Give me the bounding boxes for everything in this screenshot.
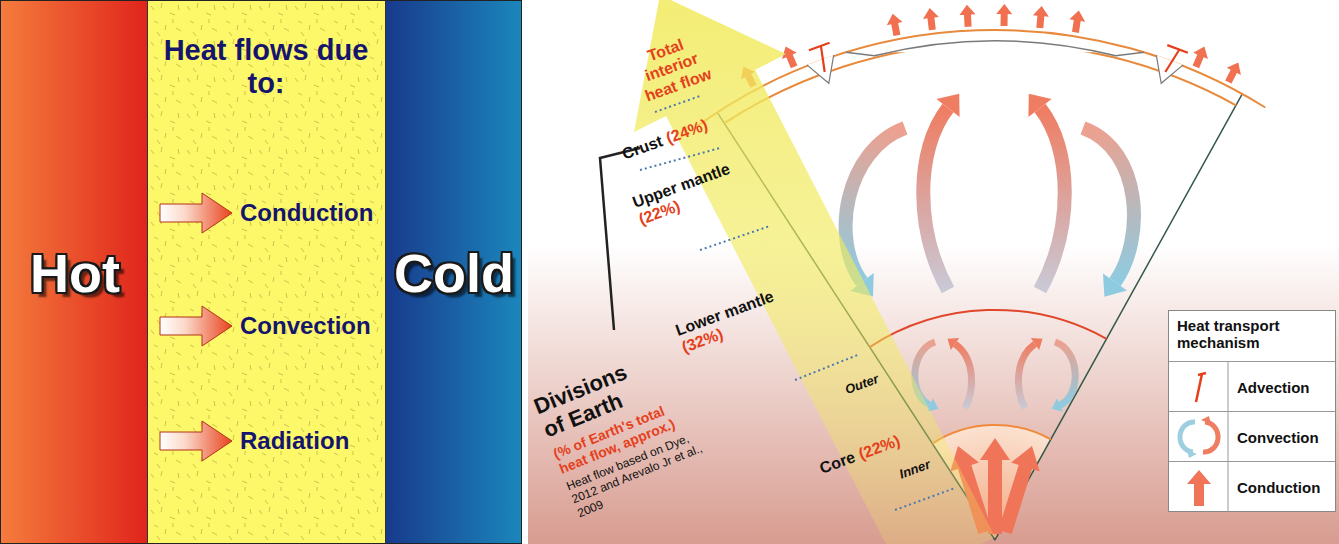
convection-sample — [1201, 416, 1211, 424]
mantle-convection-arrow — [923, 108, 948, 290]
label-text: Crust — [620, 132, 666, 164]
label-text: Core — [817, 448, 858, 478]
core-convection-arrow — [1055, 342, 1075, 405]
crust-line — [695, 30, 1265, 127]
inner-core-boundary — [932, 425, 1050, 444]
label-text: Outer — [843, 372, 881, 398]
legend-box: Heat transport mechanismAdvectionConvect… — [1168, 310, 1336, 512]
surface-heat-arrow — [1193, 47, 1208, 69]
boundary-leader — [895, 488, 955, 510]
legend-text: Conduction — [1237, 479, 1320, 496]
arrow-label: Total interior heat flow — [619, 26, 724, 109]
surface-heat-arrow — [887, 14, 903, 36]
sublayer-label: Inner — [898, 458, 933, 483]
surface-heat-arrow — [782, 47, 797, 69]
layer-label: Lower mantle(32%) — [673, 283, 796, 358]
layer-label: Core(22%) — [817, 432, 902, 478]
mantle-convection-arrow — [1040, 108, 1065, 290]
boundary-leader — [795, 354, 860, 380]
label-text: Lower mantle — [673, 288, 776, 341]
advection-sample — [1196, 373, 1206, 402]
band-label: Cold — [394, 242, 514, 304]
core-convection-arrow — [955, 344, 972, 408]
surface-heat-arrow — [960, 5, 976, 27]
crust-line — [724, 43, 1236, 123]
speckle-texture — [148, 1, 385, 544]
label-text: Inner — [898, 458, 933, 483]
flow-arrow — [160, 421, 232, 461]
heat-share: (22%) — [856, 432, 902, 464]
mantle-convection-arrow-head — [936, 94, 959, 117]
core-convection-arrow-head — [948, 338, 960, 350]
mantle-convection-arrow — [846, 128, 905, 282]
legend-title: Heat transport mechanism — [1177, 317, 1327, 352]
surface-heat-arrow — [1225, 62, 1241, 83]
legend-text: Advection — [1237, 379, 1310, 396]
core-convection-arrow-head — [1052, 398, 1063, 411]
core-convection-arrow-head — [1031, 338, 1043, 350]
legend-row: Conduction — [1169, 461, 1335, 512]
legend-row: Convection — [1169, 411, 1335, 462]
core-convection-arrow — [1018, 344, 1035, 408]
legend-divider — [1228, 462, 1229, 512]
legend-text: Convection — [1237, 429, 1319, 446]
legend-divider — [1228, 412, 1229, 462]
mechanism-label: Convection — [240, 312, 371, 340]
mechanism-label: Conduction — [240, 199, 373, 227]
flow-arrow — [160, 306, 232, 346]
surface-heat-arrow — [1033, 6, 1049, 28]
ridge-plate — [846, 41, 1144, 56]
band-label: Heat flows due to: — [164, 34, 369, 101]
label-text: Upper mantle — [630, 160, 732, 212]
core-mantle-boundary — [870, 310, 1107, 347]
mantle-convection-arrow-head — [1028, 94, 1051, 117]
mechanism-label: Radiation — [240, 427, 349, 455]
surface-heat-arrow — [923, 8, 939, 30]
advection-mark — [1165, 45, 1188, 72]
band-label: Hot — [30, 242, 120, 304]
layer-label: Crust(24%) — [620, 116, 710, 164]
subduction-mark — [807, 55, 834, 83]
divisions-bracket — [600, 148, 640, 330]
heat-share: Total interior heat flow — [619, 26, 724, 109]
hot-band: Hot — [0, 0, 148, 544]
mantle-convection-arrow — [1083, 128, 1134, 282]
legend-sample — [1169, 462, 1229, 512]
convection-sample — [1180, 422, 1195, 452]
divisions-caption: Divisions of Earth(% of Earth's total he… — [530, 340, 719, 520]
conduction-arrow — [998, 446, 1039, 534]
legend-divider — [1228, 362, 1229, 412]
subduction-mark — [1156, 55, 1183, 83]
flow-arrow — [160, 193, 232, 233]
legend-sample — [1169, 362, 1229, 412]
boundary-leader — [700, 226, 770, 250]
convection-sample — [1187, 450, 1197, 458]
legend-sample — [1169, 412, 1229, 462]
sublayer-label: Outer — [843, 372, 881, 398]
mantle-convection-arrow-head — [1103, 274, 1127, 297]
surface-heat-arrow — [996, 4, 1012, 26]
medium-band: Heat flows due to: ConductionConvectionRa… — [148, 0, 385, 544]
conduction-sample — [1187, 470, 1211, 506]
heat-share: (24%) — [664, 116, 710, 148]
legend-row: Advection — [1169, 361, 1335, 412]
cold-band: Cold — [385, 0, 522, 544]
layer-label: Upper mantle(22%) — [630, 155, 753, 230]
convection-sample — [1203, 422, 1218, 452]
advection-mark — [809, 43, 830, 72]
surface-heat-arrow — [1069, 11, 1085, 33]
